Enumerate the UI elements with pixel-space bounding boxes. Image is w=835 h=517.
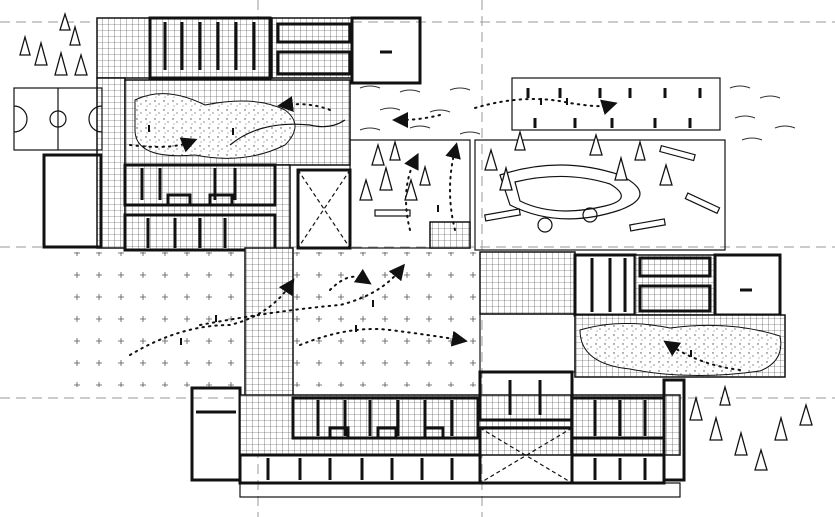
sports-court	[13, 87, 103, 151]
courtyard-garden-north	[124, 79, 351, 166]
pedestrian-paths	[129, 96, 741, 371]
tree-garden-central	[349, 139, 471, 249]
classroom-block-east	[479, 251, 782, 317]
tree-cluster-east	[484, 129, 673, 191]
top-building	[96, 16, 422, 85]
pier-building	[511, 77, 721, 131]
tree-cluster-central	[359, 139, 431, 201]
hall-east	[479, 313, 576, 373]
people-figures	[148, 98, 692, 357]
void-atrium-south	[478, 426, 574, 485]
classroom-block-west	[42, 153, 291, 252]
courtyard-garden-east	[474, 139, 726, 251]
water-area	[359, 85, 796, 141]
grid-paved-walkway-central	[244, 247, 294, 409]
tree-cluster-northwest	[19, 11, 88, 76]
void-atrium-north	[296, 168, 352, 250]
classroom-block-south	[190, 370, 686, 498]
courtyard-garden-southeast	[574, 314, 786, 378]
tree-cluster-southeast	[689, 384, 813, 471]
